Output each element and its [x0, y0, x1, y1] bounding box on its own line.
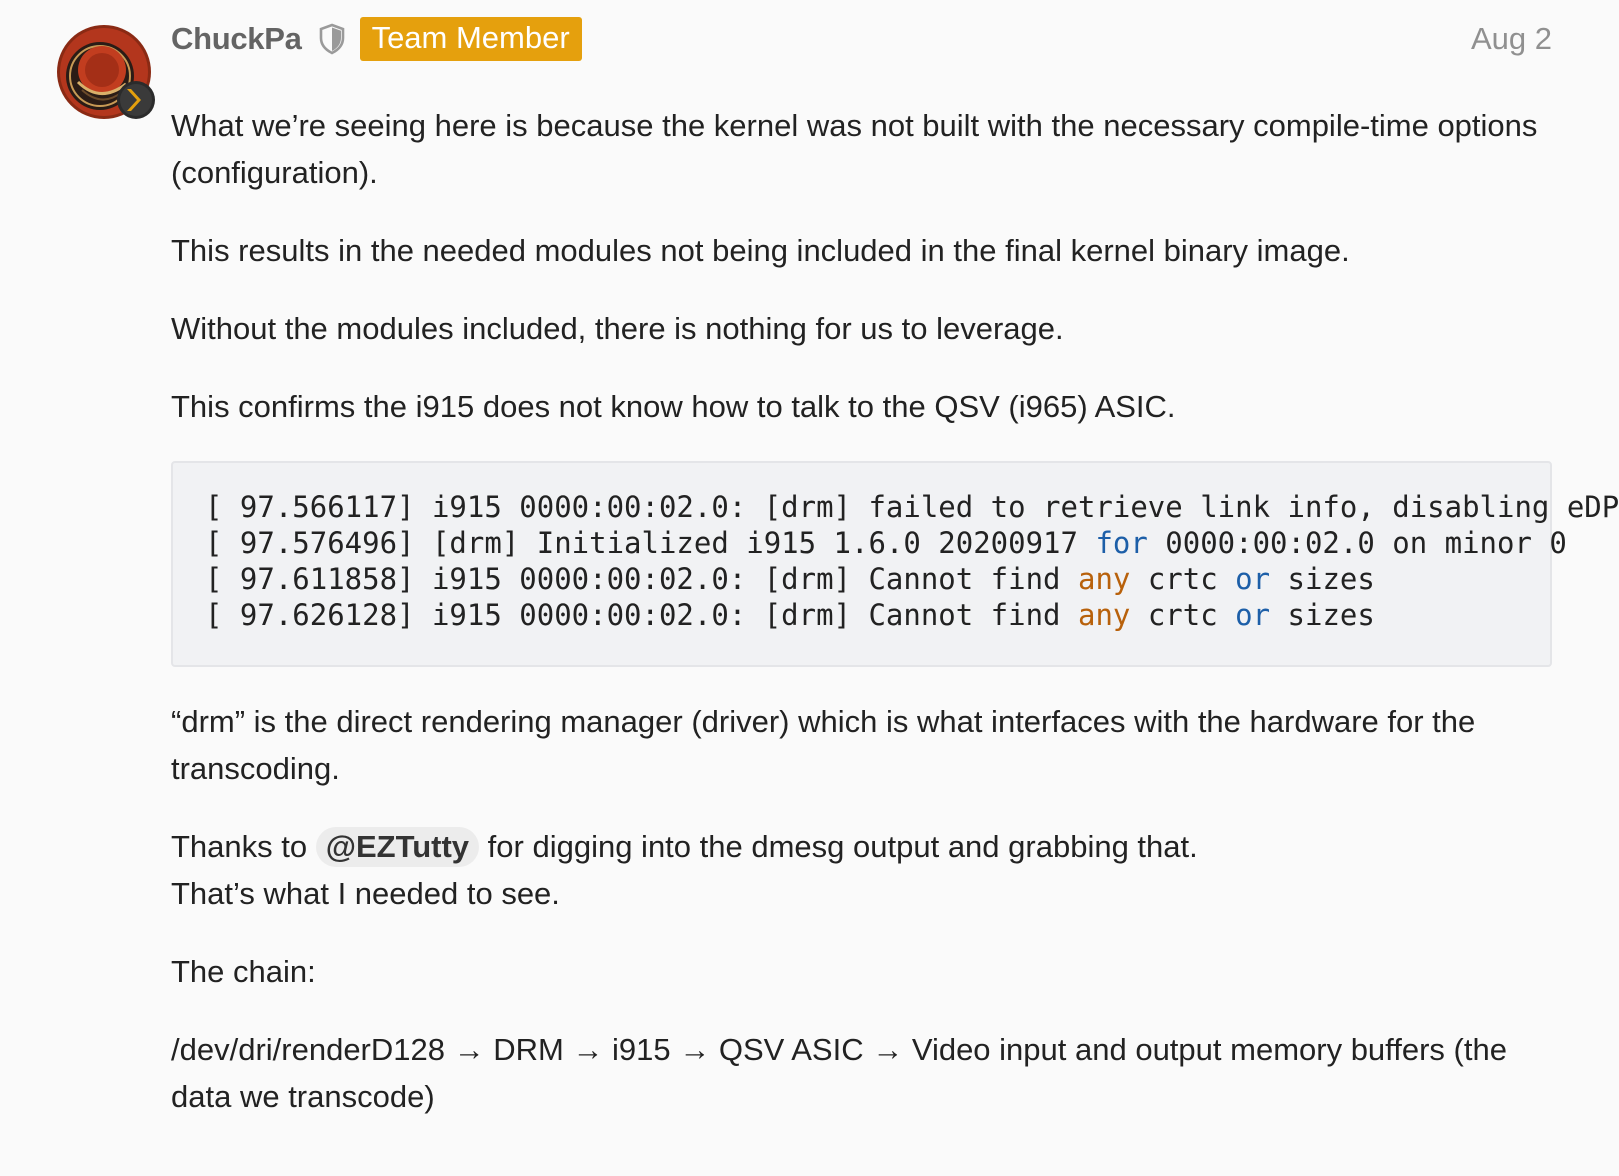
- team-member-badge[interactable]: Team Member: [359, 17, 582, 61]
- plex-chevron-icon: [116, 80, 156, 120]
- code-line: [ 97.576496] [drm] Initialized i915 1.6.…: [205, 526, 1567, 560]
- post-body: What we’re seeing here is because the ke…: [171, 102, 1619, 1120]
- code-line: [ 97.566117] i915 0000:00:02.0: [drm] fa…: [205, 490, 1619, 524]
- paragraph-modules-missing: This results in the needed modules not b…: [171, 233, 1350, 268]
- paragraph-kernel-config: What we’re seeing here is because the ke…: [171, 108, 1538, 190]
- paragraph-thanks: Thanks to @EZTutty for digging into the …: [171, 827, 1198, 911]
- post-header: ChuckPa Team Member Aug 2: [171, 16, 1552, 62]
- user-mention[interactable]: @EZTutty: [315, 827, 480, 867]
- paragraph-nothing-to-leverage: Without the modules included, there is n…: [171, 311, 1064, 346]
- post-date[interactable]: Aug 2: [1470, 21, 1552, 56]
- code-line: [ 97.611858] i915 0000:00:02.0: [drm] Ca…: [205, 562, 1375, 596]
- paragraph-drm-explained: “drm” is the direct rendering manager (d…: [171, 704, 1476, 786]
- paragraph-i915-confirm: This confirms the i915 does not know how…: [171, 389, 1176, 424]
- shield-icon: [318, 23, 346, 55]
- dmesg-code-block[interactable]: [ 97.566117] i915 0000:00:02.0: [drm] fa…: [171, 461, 1619, 667]
- username[interactable]: ChuckPa: [171, 21, 302, 56]
- code-line: [ 97.626128] i915 0000:00:02.0: [drm] Ca…: [205, 598, 1375, 632]
- paragraph-chain: /dev/dri/renderD128 → DRM → i915 → QSV A…: [171, 1032, 1507, 1114]
- paragraph-chain-title: The chain:: [171, 954, 316, 989]
